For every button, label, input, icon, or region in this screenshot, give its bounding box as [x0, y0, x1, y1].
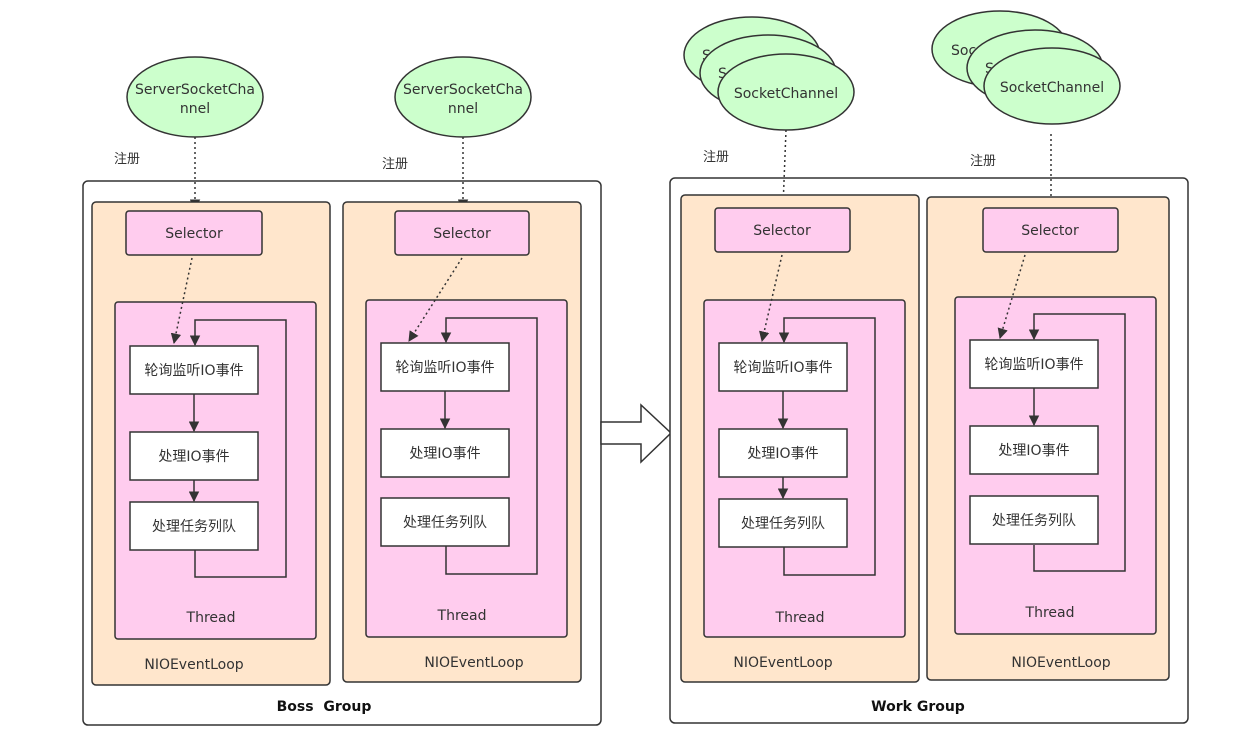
- socket-channel-back-label: Soc: [951, 43, 976, 59]
- nio-event-loop-label: NIOEventLoop: [144, 657, 243, 673]
- poll-io-step: [718, 342, 848, 392]
- process-task-queue-label: 处理任务列队: [992, 513, 1076, 529]
- register-label: 注册: [382, 157, 408, 172]
- nio-event-loop-label: NIOEventLoop: [424, 655, 523, 671]
- boss-event-loop-2: ServerSocketCha nnel 注册 Selector 轮询监听IO事…: [342, 56, 582, 683]
- process-io-label: 处理IO事件: [158, 449, 229, 465]
- process-io-step: [969, 425, 1099, 475]
- process-io-label: 处理IO事件: [747, 446, 818, 462]
- loop-back-arrow: [440, 317, 538, 575]
- selector-label: Selector: [165, 226, 223, 242]
- poll-io-label: 轮询监听IO事件: [144, 363, 243, 379]
- register-label: 注册: [970, 154, 996, 169]
- selector-label: Selector: [1021, 223, 1079, 239]
- nio-event-loop-label: NIOEventLoop: [1011, 655, 1110, 671]
- thread-label: Thread: [186, 610, 236, 626]
- work-event-loop-1: So So SocketChannel 注册 Selector 轮询监听IO事件…: [680, 16, 920, 683]
- process-task-queue-step: [718, 498, 848, 548]
- process-task-queue-step: [380, 497, 510, 547]
- loop-back-arrow: [189, 319, 287, 578]
- process-task-queue-label: 处理任务列队: [152, 519, 236, 535]
- boss-group-label: Boss Group: [277, 699, 372, 715]
- selector-box: [125, 210, 263, 256]
- thread-label: Thread: [437, 608, 487, 624]
- poll-io-label: 轮询监听IO事件: [984, 357, 1083, 373]
- selector-box: [394, 210, 530, 256]
- nio-event-loop-label: NIOEventLoop: [733, 655, 832, 671]
- thread-label: Thread: [1025, 605, 1075, 621]
- process-io-step: [380, 428, 510, 478]
- work-event-loop-2: Soc So SocketChannel 注册 Selector 轮询监听IO事…: [926, 10, 1170, 681]
- selector-box: [714, 207, 851, 253]
- loop-back-arrow: [778, 317, 876, 576]
- process-task-queue-step: [969, 495, 1099, 545]
- selector-label: Selector: [433, 226, 491, 242]
- process-io-step: [129, 431, 259, 481]
- poll-io-label: 轮询监听IO事件: [733, 360, 832, 376]
- loop-back-arrow: [1028, 313, 1126, 572]
- boss-event-loop-1: ServerSocketCha nnel 注册 Selector 轮询监听IO事…: [91, 56, 331, 686]
- socket-channel-label: SocketChannel: [734, 86, 838, 102]
- hand-off-arrow: [600, 403, 673, 464]
- register-label: 注册: [703, 150, 729, 165]
- poll-io-step: [969, 339, 1099, 389]
- thread-label: Thread: [775, 610, 825, 626]
- selector-box: [982, 207, 1119, 253]
- channel-label-line1: ServerSocketCha: [135, 82, 255, 98]
- process-io-label: 处理IO事件: [409, 446, 480, 462]
- register-label: 注册: [114, 152, 140, 167]
- channel-label-line2: nnel: [448, 101, 478, 117]
- selector-label: Selector: [753, 223, 811, 239]
- process-task-queue-label: 处理任务列队: [403, 515, 487, 531]
- socket-channel: [983, 47, 1121, 125]
- process-io-step: [718, 428, 848, 478]
- channel-label-line1: ServerSocketCha: [403, 82, 523, 98]
- selector-to-poll-arrow: [408, 257, 463, 342]
- work-group-label: Work Group: [871, 699, 965, 715]
- socket-channel-label: SocketChannel: [1000, 80, 1104, 96]
- poll-io-step: [129, 345, 259, 395]
- channel-label-line2: nnel: [180, 101, 210, 117]
- poll-io-label: 轮询监听IO事件: [395, 360, 494, 376]
- process-task-queue-step: [129, 501, 259, 551]
- process-io-label: 处理IO事件: [998, 443, 1069, 459]
- process-task-queue-label: 处理任务列队: [741, 516, 825, 532]
